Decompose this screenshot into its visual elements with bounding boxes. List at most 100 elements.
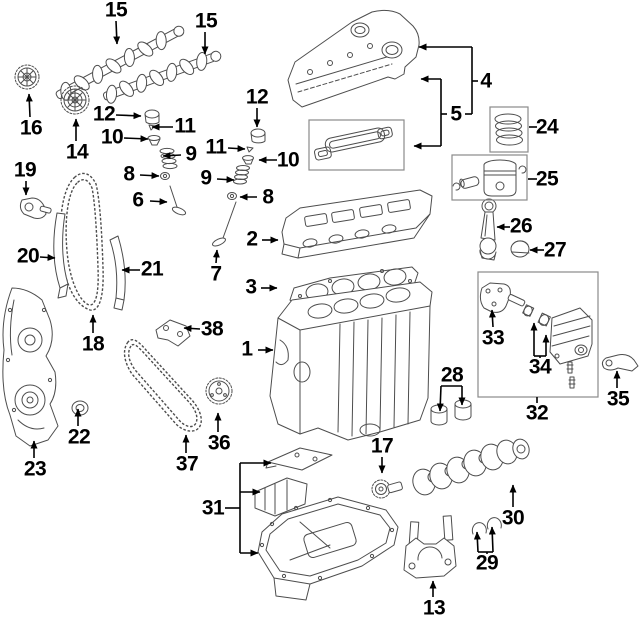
callout-14: 14: [66, 118, 89, 164]
callout-30: 30: [502, 484, 525, 530]
part-number-label: 24: [536, 116, 559, 139]
crankshaft-seal-icon: [71, 400, 89, 416]
part-number-label: 3: [245, 276, 256, 299]
main-bearing-icon: [454, 399, 472, 421]
callout-13: 13: [423, 580, 446, 619]
part-number-label: 31: [202, 497, 225, 520]
part-number-label: 9: [200, 167, 211, 190]
callout-2: 2: [246, 228, 279, 251]
pump-bolt-icon: [566, 361, 576, 389]
part-number-label: 21: [141, 258, 164, 281]
callout-38: 38: [183, 318, 224, 341]
callout-15: 15: [195, 10, 218, 55]
callout-34: 34: [529, 322, 552, 379]
callout-17: 17: [371, 435, 394, 474]
part-number-label: 25: [536, 168, 559, 191]
part-number-label: 2: [246, 228, 257, 251]
valve-spring-icon: [233, 165, 250, 185]
callout-8: 8: [123, 163, 160, 186]
oil-pump-box: [477, 271, 599, 398]
piston-icon: [452, 159, 527, 197]
part-number-label: 1: [241, 338, 253, 361]
part-number-label: 34: [529, 356, 552, 379]
piston-rings-icon: [494, 113, 523, 146]
thrust-washer-icon: [471, 522, 487, 535]
part-number-label: 37: [176, 453, 198, 476]
oil-pump-chain-icon: [128, 343, 198, 428]
valve-seal-icon: [227, 192, 237, 200]
part-number-label: 19: [14, 159, 36, 182]
part-number-label: 9: [185, 143, 196, 166]
front-cover-icon: [2, 287, 59, 447]
callout-25: 25: [528, 168, 559, 191]
part-number-label: 20: [17, 245, 39, 268]
valve-cover-gasket-box: [308, 119, 405, 171]
part-number-label: 32: [526, 402, 548, 425]
sensor-bracket-icon: [601, 354, 639, 372]
part-number-label: 36: [208, 432, 230, 455]
part-number-label: 27: [544, 239, 566, 262]
callout-36: 36: [208, 412, 231, 455]
spring-retainer-icon: [242, 155, 254, 165]
part-number-label: 8: [262, 186, 274, 209]
valve-seal-icon: [160, 172, 170, 180]
crankshaft-sprocket-icon: [371, 479, 391, 499]
callout-11: 11: [151, 115, 197, 138]
camshaft-sprocket-icon: [14, 64, 40, 90]
piston-rings-box: [489, 106, 529, 153]
engine-block-icon: [269, 281, 433, 441]
callout-29: 29: [473, 526, 499, 575]
exhaust-valve-icon: [212, 201, 237, 247]
part-number-label: 5: [450, 103, 462, 126]
oil-pump-chain-icon: [123, 339, 202, 432]
part-number-label: 18: [82, 333, 105, 356]
callout-6: 6: [132, 189, 168, 212]
callout-35: 35: [607, 370, 630, 411]
callout-21: 21: [121, 258, 164, 281]
part-number-label: 10: [101, 126, 123, 149]
part-number-label: 30: [502, 507, 524, 530]
thrust-washer-icon: [486, 517, 502, 530]
callout-8: 8: [239, 186, 275, 209]
chain-guide-icon: [53, 212, 69, 299]
callout-20: 20: [17, 245, 56, 268]
part-number-label: 15: [195, 10, 218, 33]
callout-27: 27: [529, 239, 567, 262]
part-number-label: 12: [93, 103, 115, 126]
main-bearing-cap-icon: [403, 515, 457, 579]
part-number-label: 23: [24, 458, 46, 481]
callout-7: 7: [210, 249, 222, 286]
callout-23: 23: [24, 440, 47, 481]
part-number-label: 12: [246, 86, 268, 109]
callout-12: 12: [93, 103, 142, 126]
oil-pan-icon: [257, 496, 399, 601]
callout-28: 28: [436, 364, 466, 412]
part-number-label: 8: [123, 163, 135, 186]
main-bearing-icon: [430, 404, 448, 426]
oil-pump-gasket-icon: [479, 282, 511, 313]
callout-24: 24: [529, 116, 559, 139]
part-number-label: 26: [510, 215, 532, 238]
timing-chain-icon: [65, 179, 99, 306]
valve-cover-icon: [287, 9, 420, 108]
valve-keeper-icon: [246, 146, 254, 153]
callout-16: 16: [20, 93, 43, 140]
part-number-label: 7: [210, 263, 221, 286]
part-number-label: 15: [105, 0, 128, 22]
part-number-label: 14: [66, 141, 89, 164]
callout-9: 9: [162, 143, 197, 166]
part-number-label: 35: [607, 388, 630, 411]
intake-valve-icon: [169, 185, 187, 216]
chain-guide-icon: [109, 235, 126, 311]
part-number-label: 10: [277, 149, 299, 172]
callout-32: 32: [526, 397, 549, 425]
piston-box: [451, 154, 528, 201]
valve-cover-gasket-icon: [313, 126, 393, 161]
oil-pump-body-icon: [549, 307, 593, 365]
oil-baffle-icon: [265, 447, 333, 471]
callout-10: 10: [258, 149, 300, 172]
cylinder-head-icon: [281, 189, 433, 259]
callout-19: 19: [14, 159, 37, 196]
part-number-label: 11: [205, 136, 227, 159]
